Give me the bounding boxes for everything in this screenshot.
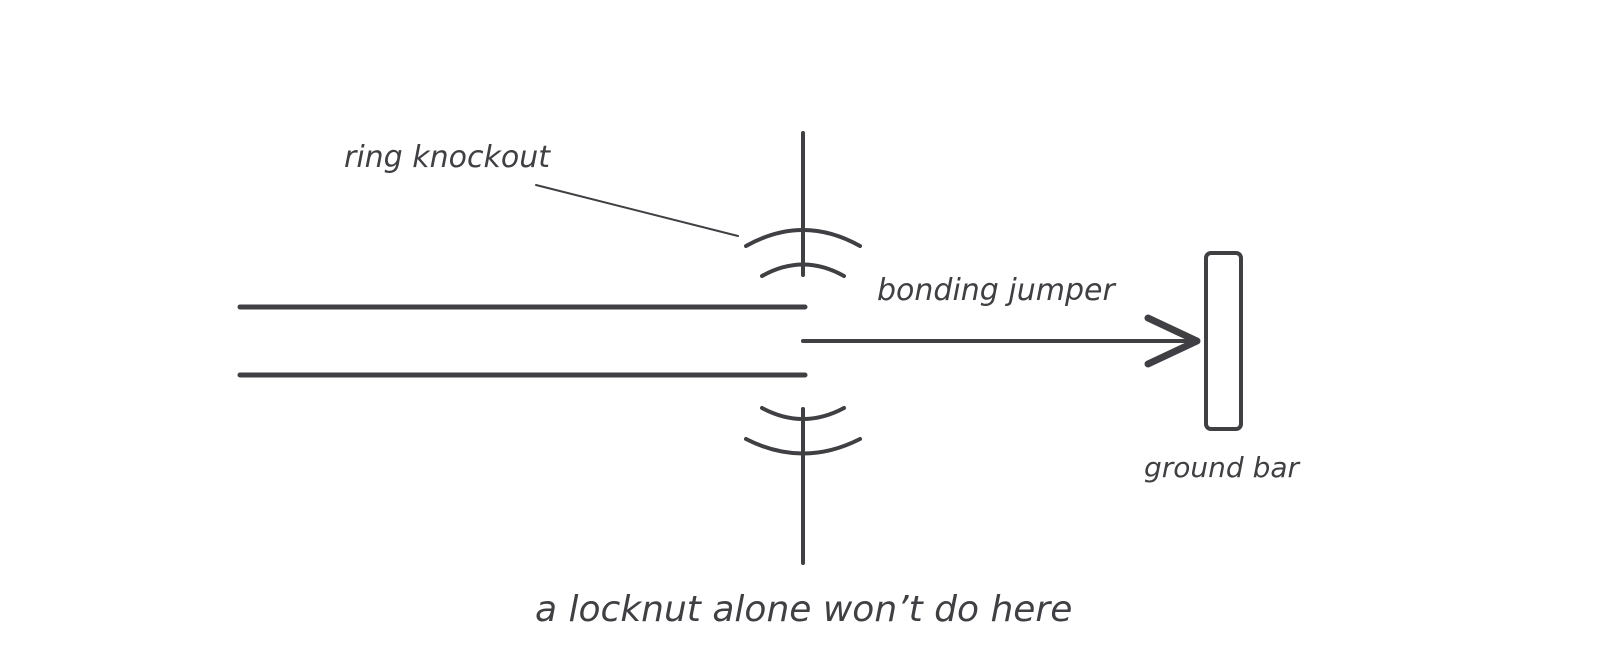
ring-knockout-leader-line <box>535 184 739 237</box>
ring-knockout-label: ring knockout <box>344 140 551 175</box>
ring-knockout-outer-top <box>744 228 862 248</box>
ground-bar-label: ground bar <box>1144 451 1301 484</box>
conduit <box>237 304 808 378</box>
bonding-jumper <box>801 314 1201 368</box>
caption: a locknut alone won’t do here <box>535 589 1072 630</box>
bonding-jumper-label: bonding jumper <box>877 273 1116 308</box>
ring-knockout-outer-bottom <box>744 437 862 456</box>
ring-knockout-inner-top <box>760 262 846 278</box>
ring-knockout <box>744 228 862 456</box>
ground-bar <box>1204 251 1243 431</box>
bonding-jumper-arrowhead <box>1144 314 1201 368</box>
ring-knockout-inner-bottom <box>760 406 846 421</box>
